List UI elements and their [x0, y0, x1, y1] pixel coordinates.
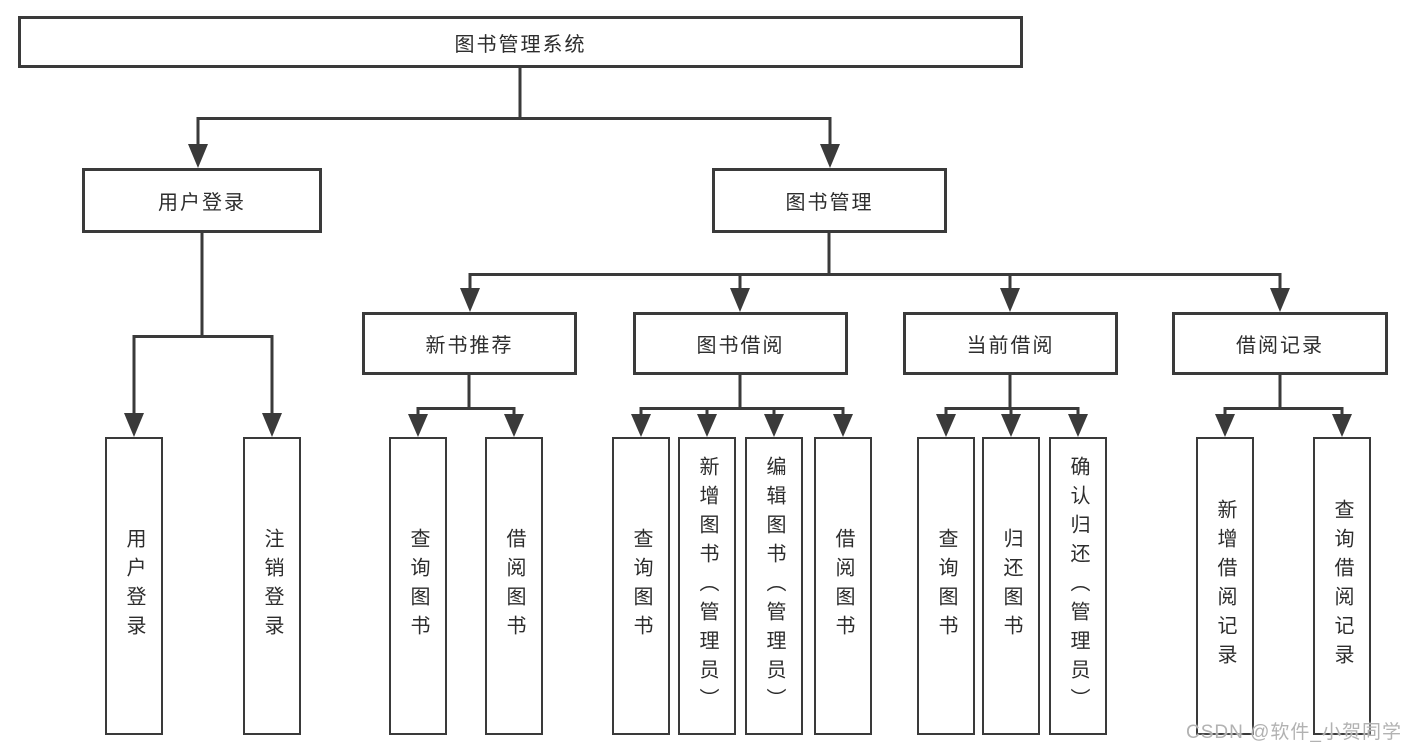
node-current-borrow-label: 当前借阅 [966, 335, 1055, 357]
leaf-add-books-admin-label: 新增图书（管理员） [696, 455, 718, 717]
leaf-query-books-borrow: 查询图书 [612, 437, 670, 735]
leaf-borrow-books: 借阅图书 [814, 437, 872, 735]
node-book-borrow-label: 图书借阅 [696, 335, 785, 357]
leaf-confirm-return-admin-label: 确认归还（管理员） [1067, 455, 1089, 717]
node-book-mgmt-label: 图书管理 [785, 192, 874, 214]
node-new-book-recommend-label: 新书推荐 [425, 335, 514, 357]
connector-current-borrow-to-leaves [936, 375, 1088, 437]
leaf-query-borrow-record: 查询借阅记录 [1313, 437, 1371, 735]
node-user-login-label: 用户登录 [158, 192, 246, 214]
leaf-logout-label: 注销登录 [261, 528, 283, 644]
node-current-borrow: 当前借阅 [903, 312, 1118, 375]
leaf-user-login: 用户登录 [105, 437, 163, 735]
leaf-query-books-borrow-label: 查询图书 [630, 528, 652, 644]
leaf-return-books: 归还图书 [982, 437, 1040, 735]
connector-borrow-record-to-leaves [1215, 375, 1352, 437]
leaf-query-books-current: 查询图书 [917, 437, 975, 735]
node-root: 图书管理系统 [18, 16, 1023, 68]
leaf-add-borrow-record: 新增借阅记录 [1196, 437, 1254, 735]
leaf-user-login-label: 用户登录 [123, 528, 145, 644]
leaf-return-books-label: 归还图书 [1000, 528, 1022, 644]
leaf-borrow-books-recommend: 借阅图书 [485, 437, 543, 735]
leaf-edit-books-admin-label: 编辑图书（管理员） [763, 455, 785, 717]
leaf-add-borrow-record-label: 新增借阅记录 [1214, 499, 1236, 673]
node-book-borrow: 图书借阅 [633, 312, 848, 375]
node-root-label: 图书管理系统 [454, 33, 587, 56]
connector-book-borrow-to-leaves [631, 375, 853, 437]
leaf-query-books-recommend-label: 查询图书 [407, 528, 429, 644]
connector-root-to-level2 [188, 68, 840, 168]
connector-user-login-to-leaves [124, 233, 282, 437]
connector-book-mgmt-to-level3 [460, 233, 1290, 312]
leaf-add-books-admin: 新增图书（管理员） [678, 437, 736, 735]
node-user-login: 用户登录 [82, 168, 322, 233]
leaf-query-books-current-label: 查询图书 [935, 528, 957, 644]
leaf-logout: 注销登录 [243, 437, 301, 735]
node-borrow-record: 借阅记录 [1172, 312, 1388, 375]
leaf-borrow-books-label: 借阅图书 [832, 528, 854, 644]
node-book-mgmt: 图书管理 [712, 168, 947, 233]
leaf-edit-books-admin: 编辑图书（管理员） [745, 437, 803, 735]
leaf-borrow-books-recommend-label: 借阅图书 [503, 528, 525, 644]
node-new-book-recommend: 新书推荐 [362, 312, 577, 375]
leaf-query-books-recommend: 查询图书 [389, 437, 447, 735]
leaf-confirm-return-admin: 确认归还（管理员） [1049, 437, 1107, 735]
node-borrow-record-label: 借阅记录 [1236, 335, 1324, 357]
connector-new-book-to-leaves [408, 375, 524, 437]
leaf-query-borrow-record-label: 查询借阅记录 [1331, 499, 1353, 673]
